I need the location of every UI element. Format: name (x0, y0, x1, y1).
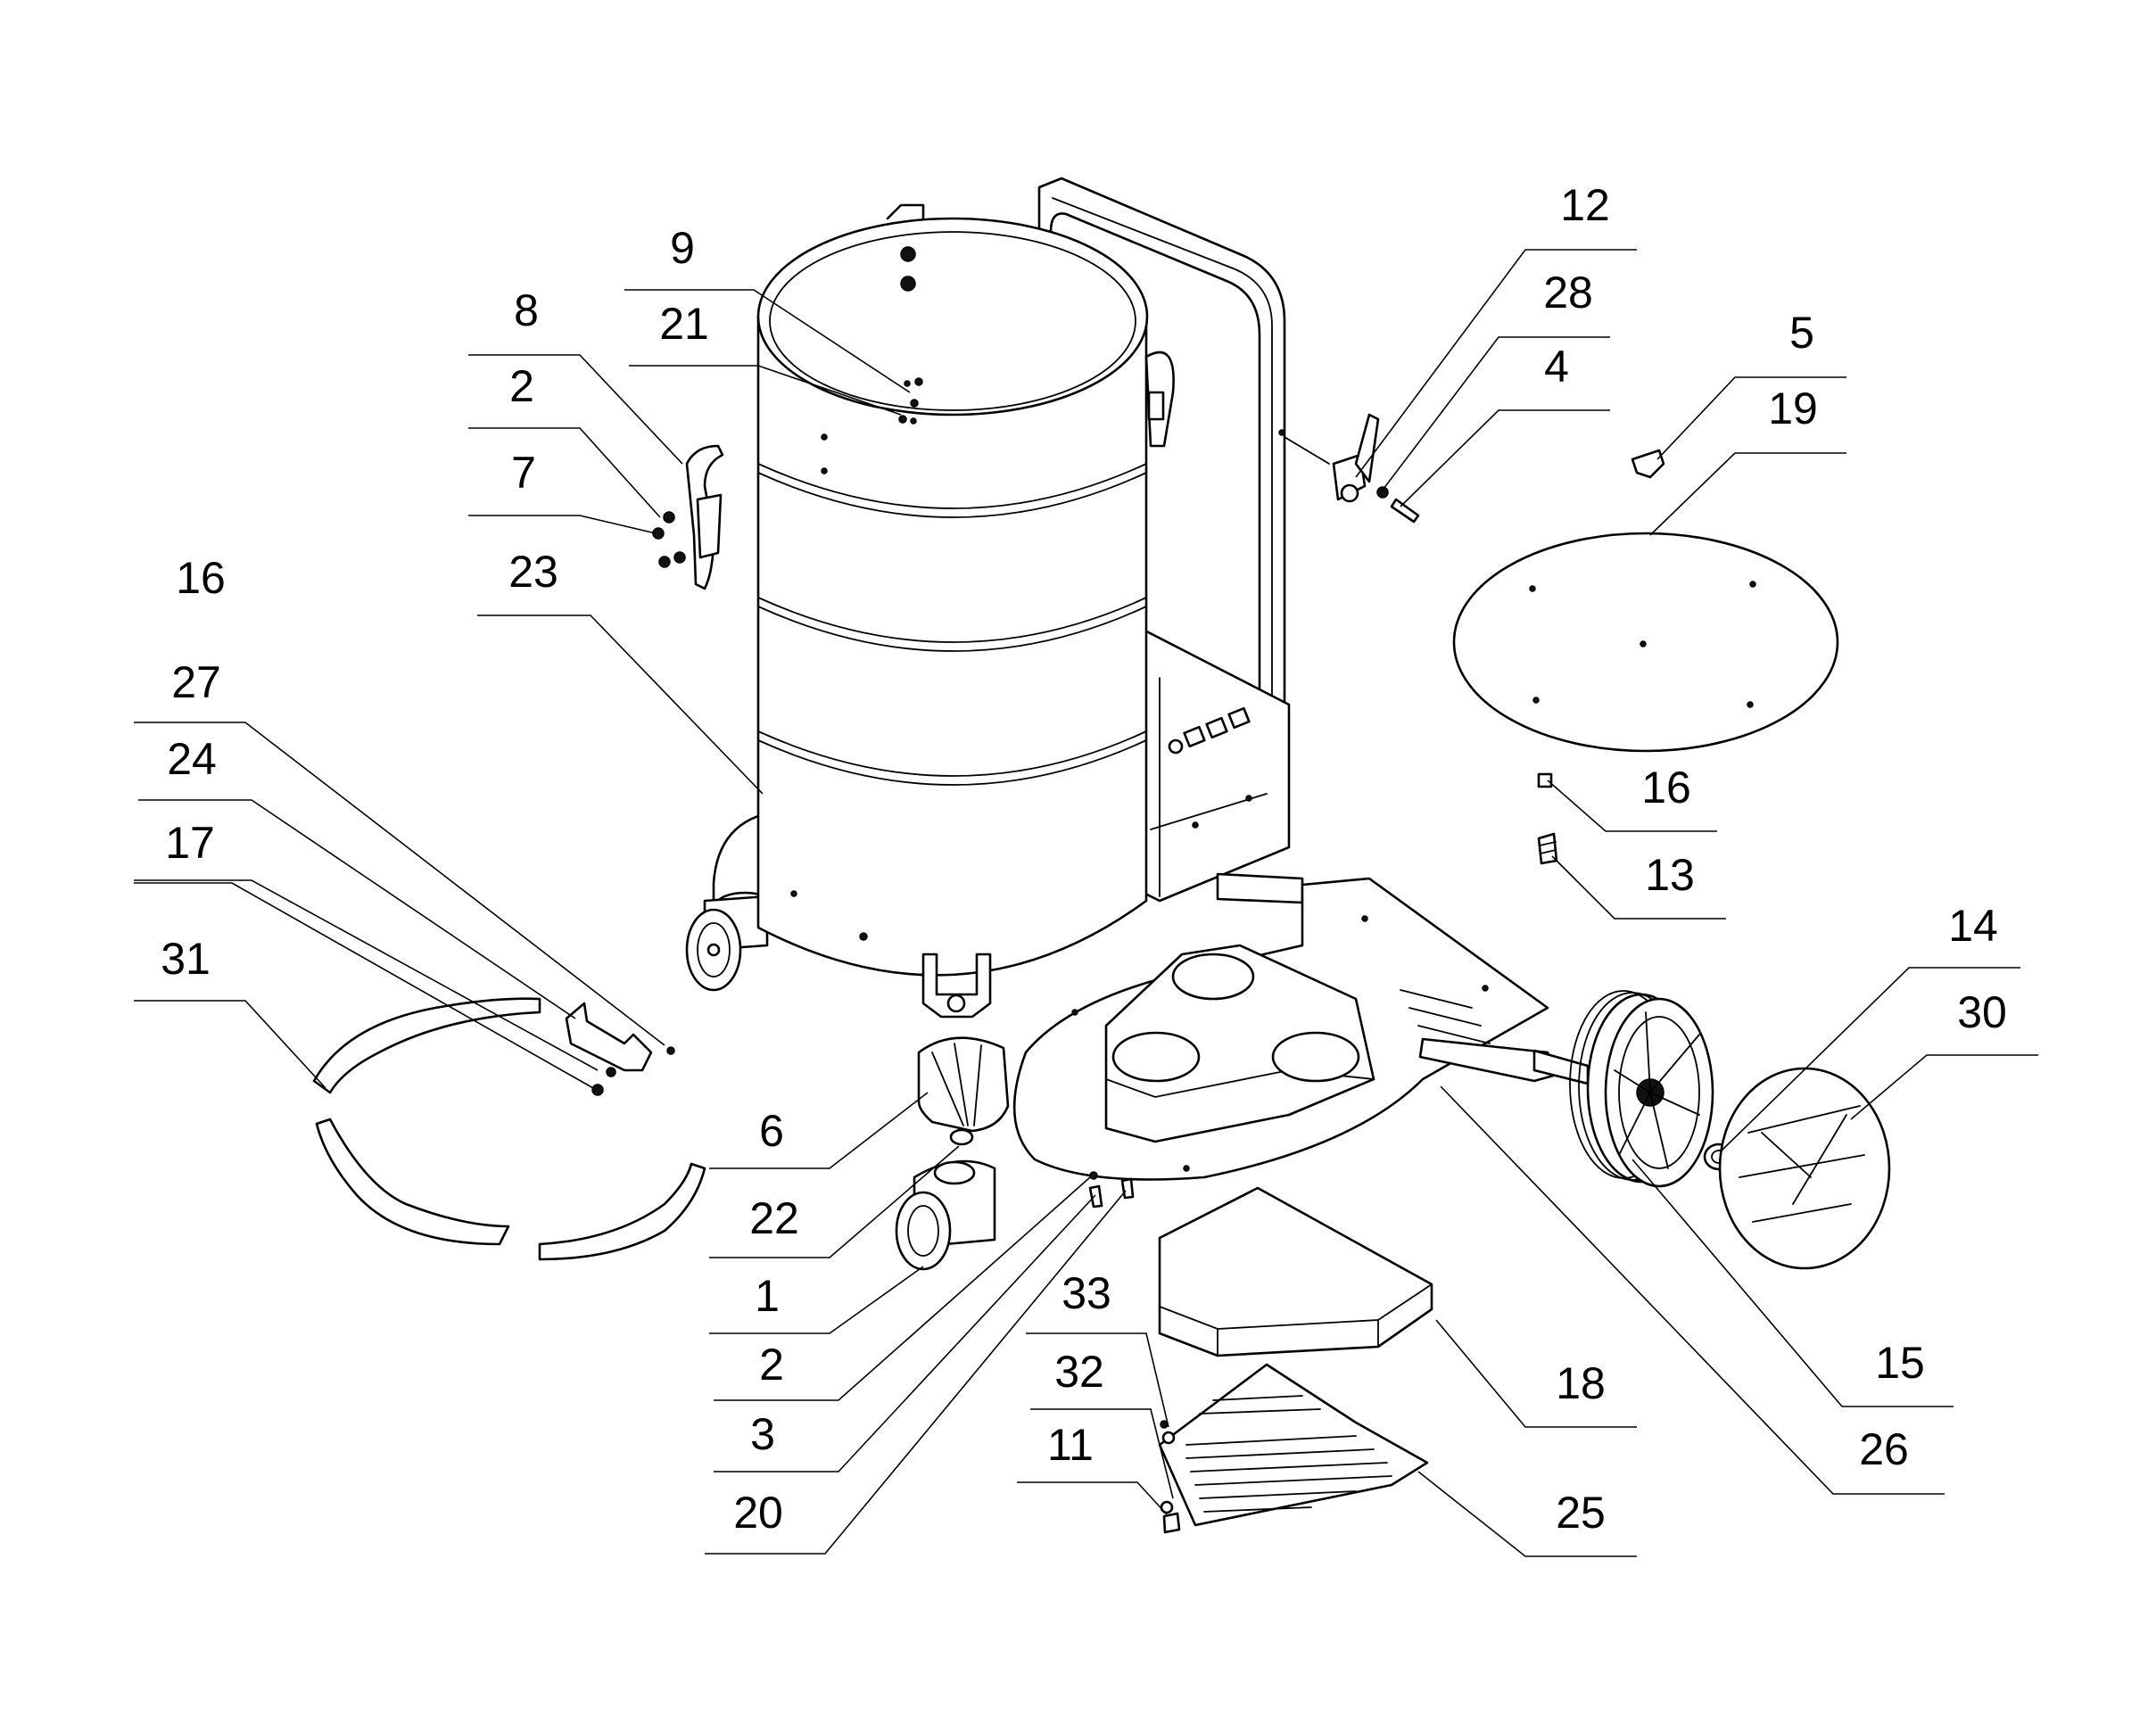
vent-grille (1158, 1363, 1429, 1534)
callout-2: 2 (509, 361, 534, 411)
callout-22: 22 (749, 1193, 799, 1243)
callout-11: 11 (1047, 1420, 1094, 1470)
callout-26: 26 (1859, 1424, 1909, 1474)
wheel-cover (1718, 1067, 1891, 1270)
callout-labels: 9 21 8 2 7 23 16 27 24 17 31 6 22 1 2 3 … (161, 180, 2007, 1538)
bumper-strips (312, 997, 706, 1261)
callout-33: 33 (1061, 1268, 1111, 1318)
callout-13: 13 (1645, 850, 1695, 900)
callout-24: 24 (167, 734, 217, 784)
callout-3: 3 (750, 1409, 775, 1459)
screws-9-21 (898, 377, 923, 424)
fasteners-13-16 (1537, 772, 1558, 865)
front-bracket-24 (565, 1002, 675, 1096)
callout-17: 17 (165, 818, 215, 868)
handle-frame (1037, 177, 1291, 903)
latch-assembly-left (652, 444, 724, 590)
callout-8: 8 (514, 285, 539, 335)
callout-31: 31 (161, 934, 211, 984)
rear-left-caster (685, 895, 769, 992)
callout-28: 28 (1543, 268, 1593, 318)
callout-6: 6 (759, 1106, 784, 1156)
callout-16-right: 16 (1641, 763, 1691, 813)
callout-14: 14 (1948, 901, 1998, 951)
callout-21: 21 (659, 299, 709, 349)
callout-16: 16 (176, 553, 226, 603)
front-caster (895, 1128, 996, 1271)
callout-19: 19 (1768, 384, 1818, 433)
base-plate (1012, 872, 1558, 1181)
callout-20: 20 (733, 1488, 783, 1538)
callout-23: 23 (508, 547, 558, 597)
callout-15: 15 (1875, 1338, 1925, 1388)
callout-18: 18 (1556, 1358, 1606, 1408)
callout-12: 12 (1560, 180, 1610, 230)
knob (1631, 449, 1665, 479)
callout-1: 1 (755, 1271, 780, 1321)
tank (756, 203, 1175, 1019)
filter-block (1158, 1186, 1433, 1357)
callout-7: 7 (511, 448, 536, 498)
callout-30: 30 (1957, 987, 2007, 1037)
callout-27: 27 (171, 657, 221, 707)
callout-5: 5 (1789, 308, 1814, 358)
leader-lines (134, 249, 2038, 1557)
small-screws-2-3-20 (1088, 1171, 1135, 1208)
caster-cover (917, 1036, 1010, 1133)
rear-wheel (1532, 990, 1714, 1188)
valve-assembly (1284, 413, 1420, 524)
callout-2-lower: 2 (759, 1340, 784, 1390)
callout-4: 4 (1544, 342, 1569, 392)
callout-9: 9 (670, 223, 695, 273)
callout-32: 32 (1054, 1347, 1104, 1397)
callout-25: 25 (1556, 1488, 1606, 1538)
filter-plate (1452, 532, 1839, 753)
